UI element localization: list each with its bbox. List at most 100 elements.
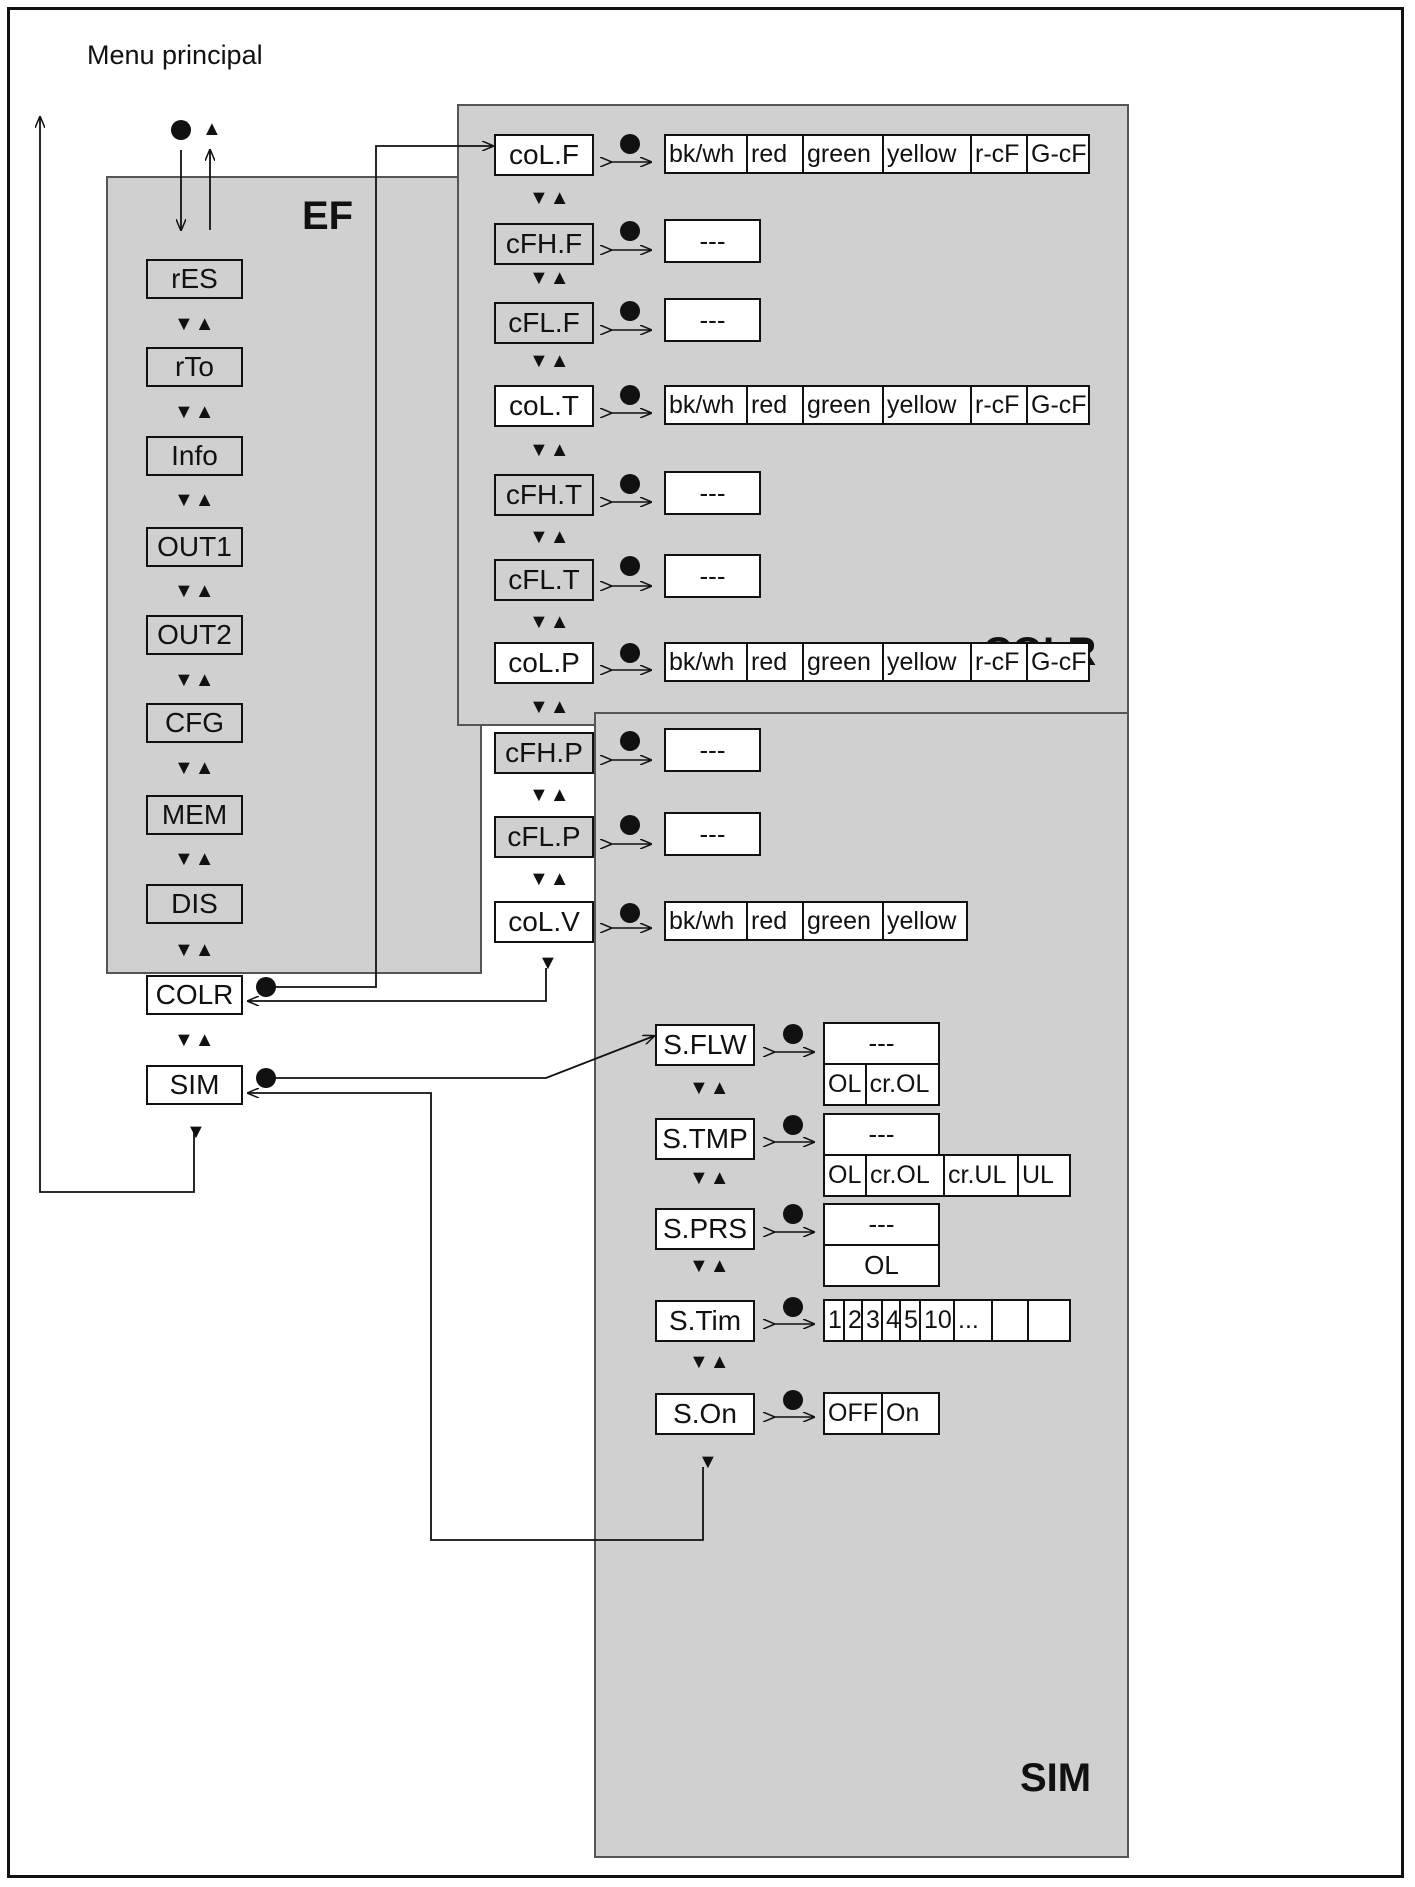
colr-nav-icon: ▼▲ — [529, 439, 571, 461]
colr-nav-icon: ▼▲ — [529, 350, 571, 372]
cfh-t-value[interactable]: --- — [664, 471, 761, 515]
cfh-p-value[interactable]: --- — [664, 728, 761, 772]
option-cell[interactable]: r-cF — [970, 644, 1026, 680]
option-cell[interactable] — [1027, 1301, 1063, 1340]
ef-item-out1[interactable]: OUT1 — [146, 527, 243, 567]
option-cell[interactable]: 4 — [881, 1301, 900, 1340]
colr-param-cfh-p[interactable]: cFH.P — [494, 732, 594, 774]
colr-param-cfl-t[interactable]: cFL.T — [494, 559, 594, 601]
option-cell[interactable]: green — [802, 903, 882, 939]
option-cell[interactable]: 3 — [861, 1301, 881, 1340]
ef-panel — [106, 176, 482, 974]
option-cell[interactable] — [991, 1301, 1027, 1340]
select-icon — [783, 1390, 803, 1410]
ef-item-rto[interactable]: rTo — [146, 347, 243, 387]
colr-param-col-p[interactable]: coL.P — [494, 642, 594, 684]
s-tim-options[interactable]: 1 2 3 4 5 10 ... — [823, 1299, 1071, 1342]
cfl-t-value[interactable]: --- — [664, 554, 761, 598]
sim-nav-icon: ▼▲ — [689, 1167, 731, 1189]
option-cell[interactable]: 10 — [919, 1301, 953, 1340]
option-cell[interactable]: yellow — [882, 136, 970, 172]
colr-param-col-f[interactable]: coL.F — [494, 134, 594, 176]
option-cell[interactable]: red — [746, 387, 802, 423]
option-cell[interactable]: G-cF — [1026, 136, 1088, 172]
select-icon — [620, 815, 640, 835]
sim-param-s-tmp[interactable]: S.TMP — [655, 1118, 755, 1160]
col-f-options[interactable]: bk/wh red green yellow r-cF G-cF — [664, 134, 1090, 174]
ef-panel-label: EF — [302, 194, 354, 238]
ef-exit-down-icon: ▼ — [186, 1121, 207, 1143]
sim-param-s-tim[interactable]: S.Tim — [655, 1300, 755, 1342]
option-cell[interactable]: G-cF — [1026, 644, 1088, 680]
s-on-options[interactable]: OFF On — [823, 1392, 940, 1435]
col-t-options[interactable]: bk/wh red green yellow r-cF G-cF — [664, 385, 1090, 425]
option-cell[interactable]: yellow — [882, 644, 970, 680]
ef-item-cfg[interactable]: CFG — [146, 703, 243, 743]
option-cell[interactable]: 5 — [899, 1301, 919, 1340]
sim-nav-icon: ▼▲ — [689, 1255, 731, 1277]
option-cell[interactable]: green — [802, 387, 882, 423]
option-cell[interactable]: red — [746, 644, 802, 680]
option-cell[interactable]: green — [802, 136, 882, 172]
option-cell[interactable]: yellow — [882, 903, 966, 939]
option-cell[interactable]: ... — [953, 1301, 991, 1340]
col-p-options[interactable]: bk/wh red green yellow r-cF G-cF — [664, 642, 1090, 682]
option-cell[interactable]: green — [802, 644, 882, 680]
s-flw-options[interactable]: OL cr.OL — [823, 1063, 940, 1106]
colr-nav-icon: ▼▲ — [529, 611, 571, 633]
ef-nav-icon: ▼▲ — [174, 669, 216, 691]
ef-item-dis[interactable]: DIS — [146, 884, 243, 924]
option-cell[interactable]: bk/wh — [669, 647, 735, 676]
option-cell[interactable]: red — [746, 903, 802, 939]
ef-nav-icon: ▼▲ — [174, 757, 216, 779]
diagram-title: Menu principal — [87, 40, 263, 70]
option-cell[interactable]: G-cF — [1026, 387, 1088, 423]
sim-param-s-prs[interactable]: S.PRS — [655, 1208, 755, 1250]
colr-param-col-v[interactable]: coL.V — [494, 901, 594, 943]
sim-param-s-on[interactable]: S.On — [655, 1393, 755, 1435]
ef-item-out2[interactable]: OUT2 — [146, 615, 243, 655]
option-cell[interactable]: OFF — [828, 1399, 878, 1427]
colr-nav-icon: ▼▲ — [529, 868, 571, 890]
ef-item-colr[interactable]: COLR — [146, 975, 243, 1015]
cfl-f-value[interactable]: --- — [664, 298, 761, 342]
option-cell[interactable]: bk/wh — [669, 906, 735, 935]
ef-item-mem[interactable]: MEM — [146, 795, 243, 835]
option-cell[interactable]: On — [881, 1394, 938, 1433]
select-icon — [620, 301, 640, 321]
ef-item-res[interactable]: rES — [146, 259, 243, 299]
cfl-p-value[interactable]: --- — [664, 812, 761, 856]
select-icon — [620, 221, 640, 241]
option-cell[interactable]: bk/wh — [669, 390, 735, 419]
option-cell[interactable]: 1 — [828, 1306, 842, 1334]
col-v-options[interactable]: bk/wh red green yellow — [664, 901, 968, 941]
select-icon — [783, 1024, 803, 1044]
colr-param-cfl-p[interactable]: cFL.P — [494, 816, 594, 858]
option-cell[interactable]: yellow — [882, 387, 970, 423]
entry-up-icon: ▲ — [202, 118, 223, 140]
option-cell[interactable]: r-cF — [970, 136, 1026, 172]
option-cell[interactable]: red — [746, 136, 802, 172]
option-cell[interactable]: cr.OL — [865, 1156, 943, 1195]
colr-param-cfh-f[interactable]: cFH.F — [494, 223, 594, 265]
option-cell[interactable]: cr.OL — [864, 1065, 938, 1104]
sim-param-s-flw[interactable]: S.FLW — [655, 1024, 755, 1066]
ef-item-sim[interactable]: SIM — [146, 1065, 243, 1105]
colr-param-col-t[interactable]: coL.T — [494, 385, 594, 427]
option-cell[interactable]: bk/wh — [669, 139, 735, 168]
s-tmp-options[interactable]: OL cr.OL cr.UL UL — [823, 1154, 1071, 1197]
s-prs-value[interactable]: --- — [823, 1203, 940, 1246]
option-cell[interactable]: OL — [828, 1161, 862, 1189]
option-cell[interactable]: UL — [1017, 1156, 1069, 1195]
colr-param-cfl-f[interactable]: cFL.F — [494, 302, 594, 344]
colr-param-cfh-t[interactable]: cFH.T — [494, 474, 594, 516]
option-cell[interactable]: cr.UL — [943, 1156, 1017, 1195]
cfh-f-value[interactable]: --- — [664, 219, 761, 263]
select-icon — [783, 1115, 803, 1135]
option-cell[interactable]: OL — [828, 1070, 862, 1098]
option-cell[interactable]: r-cF — [970, 387, 1026, 423]
ef-item-info[interactable]: Info — [146, 436, 243, 476]
colr-nav-icon: ▼▲ — [529, 784, 571, 806]
s-prs-option[interactable]: OL — [823, 1244, 940, 1287]
option-cell[interactable]: 2 — [843, 1301, 862, 1340]
